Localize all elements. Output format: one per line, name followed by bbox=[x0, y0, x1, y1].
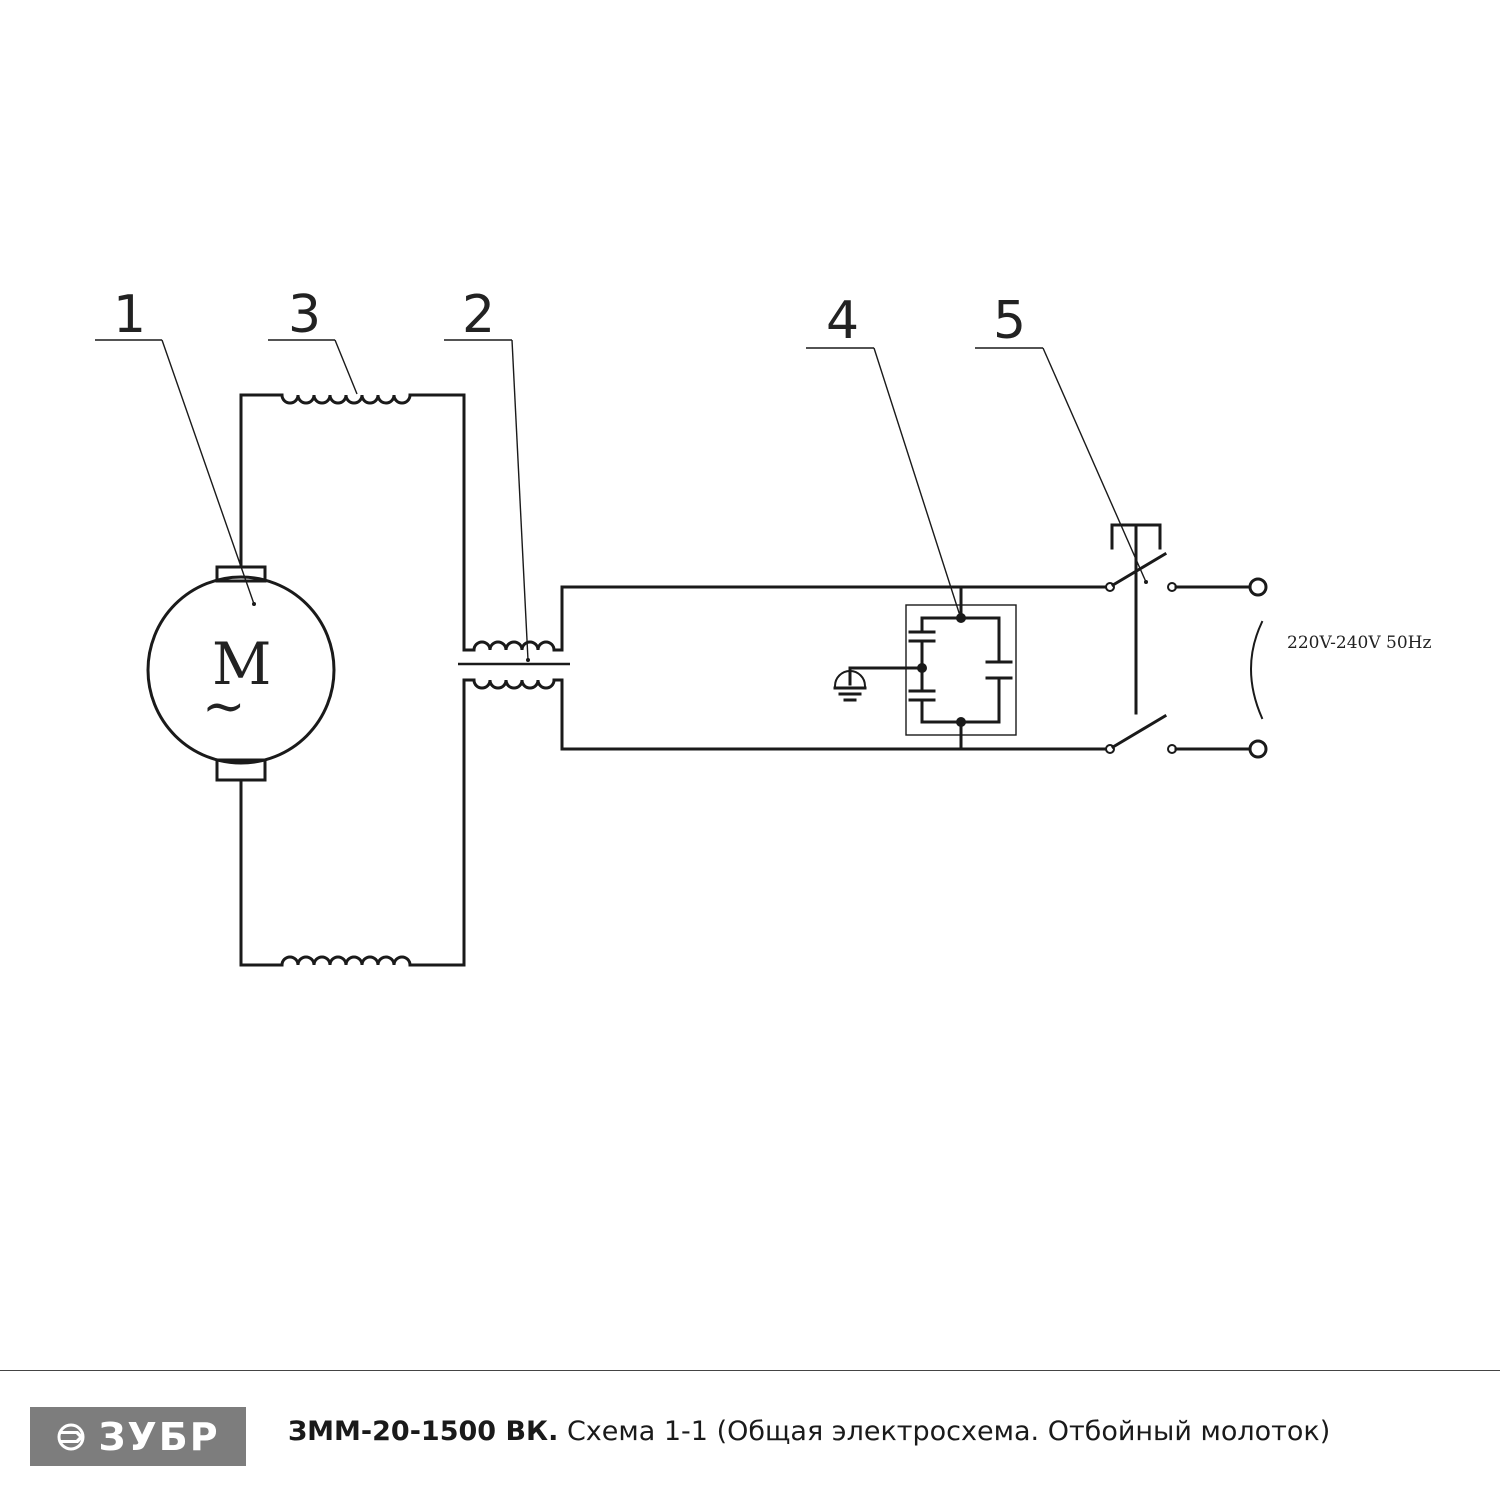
callout-2: 2 bbox=[444, 285, 530, 662]
callout-1: 1 bbox=[95, 285, 256, 606]
supply-voltage-label: 220V-240V 50Hz bbox=[1287, 633, 1431, 653]
callout-5-number: 5 bbox=[993, 291, 1026, 351]
ground-icon bbox=[833, 670, 867, 702]
callout-3-number: 3 bbox=[288, 285, 321, 345]
brand-logo: ЗУБР bbox=[30, 1407, 246, 1466]
callout-4-number: 4 bbox=[826, 291, 859, 351]
callout-5: 5 bbox=[975, 291, 1148, 584]
main-conductors bbox=[560, 585, 1110, 751]
inductor-icon bbox=[458, 640, 570, 690]
switch-icon bbox=[1105, 523, 1177, 754]
capacitor-icon bbox=[848, 585, 1017, 751]
callout-2-number: 2 bbox=[462, 285, 495, 345]
model-name: ЗММ-20-1500 ВК. bbox=[288, 1416, 559, 1447]
callout-3: 3 bbox=[268, 285, 358, 395]
motor-ac-symbol: ~ bbox=[202, 677, 246, 737]
motor-icon: M ~ bbox=[146, 565, 336, 782]
motor-letter: M bbox=[212, 630, 271, 698]
callout-1-number: 1 bbox=[113, 285, 146, 345]
callout-4: 4 bbox=[806, 291, 963, 623]
terminal-icon bbox=[1174, 577, 1268, 759]
document-title: ЗММ-20-1500 ВК. Схема 1-1 (Общая электро… bbox=[288, 1416, 1330, 1447]
field-winding-top bbox=[239, 393, 466, 652]
arrow-icon bbox=[57, 1423, 85, 1450]
footer-divider bbox=[0, 1370, 1500, 1371]
schema-description: Схема 1-1 (Общая электросхема. Отбойный … bbox=[558, 1416, 1331, 1447]
brand-logo-text: ЗУБР bbox=[98, 1414, 220, 1459]
field-winding-bottom bbox=[239, 678, 466, 967]
